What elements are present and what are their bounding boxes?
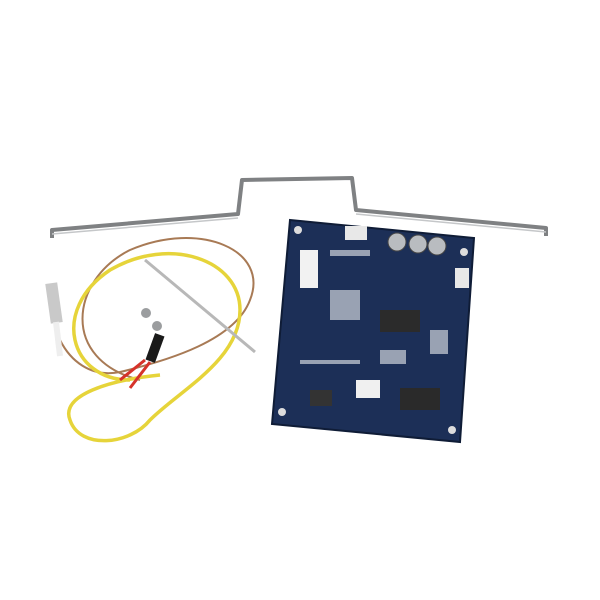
label-sticker [300, 250, 318, 288]
screw [141, 308, 151, 318]
brown-wire [59, 237, 255, 381]
capacitor [387, 232, 407, 252]
circuit-board [270, 218, 476, 444]
wire-connector [145, 333, 165, 363]
capacitor [408, 234, 428, 254]
connector [455, 268, 469, 288]
mounting-bracket [50, 176, 548, 238]
label-sticker [356, 380, 380, 398]
capacitor [427, 236, 447, 256]
probe-sheath [45, 282, 63, 324]
header [400, 388, 440, 410]
probe-rod [144, 258, 256, 354]
screw [152, 321, 162, 331]
header [310, 390, 332, 406]
yellow-wire [66, 252, 242, 443]
dip-switch [380, 310, 420, 332]
connector [345, 226, 367, 240]
